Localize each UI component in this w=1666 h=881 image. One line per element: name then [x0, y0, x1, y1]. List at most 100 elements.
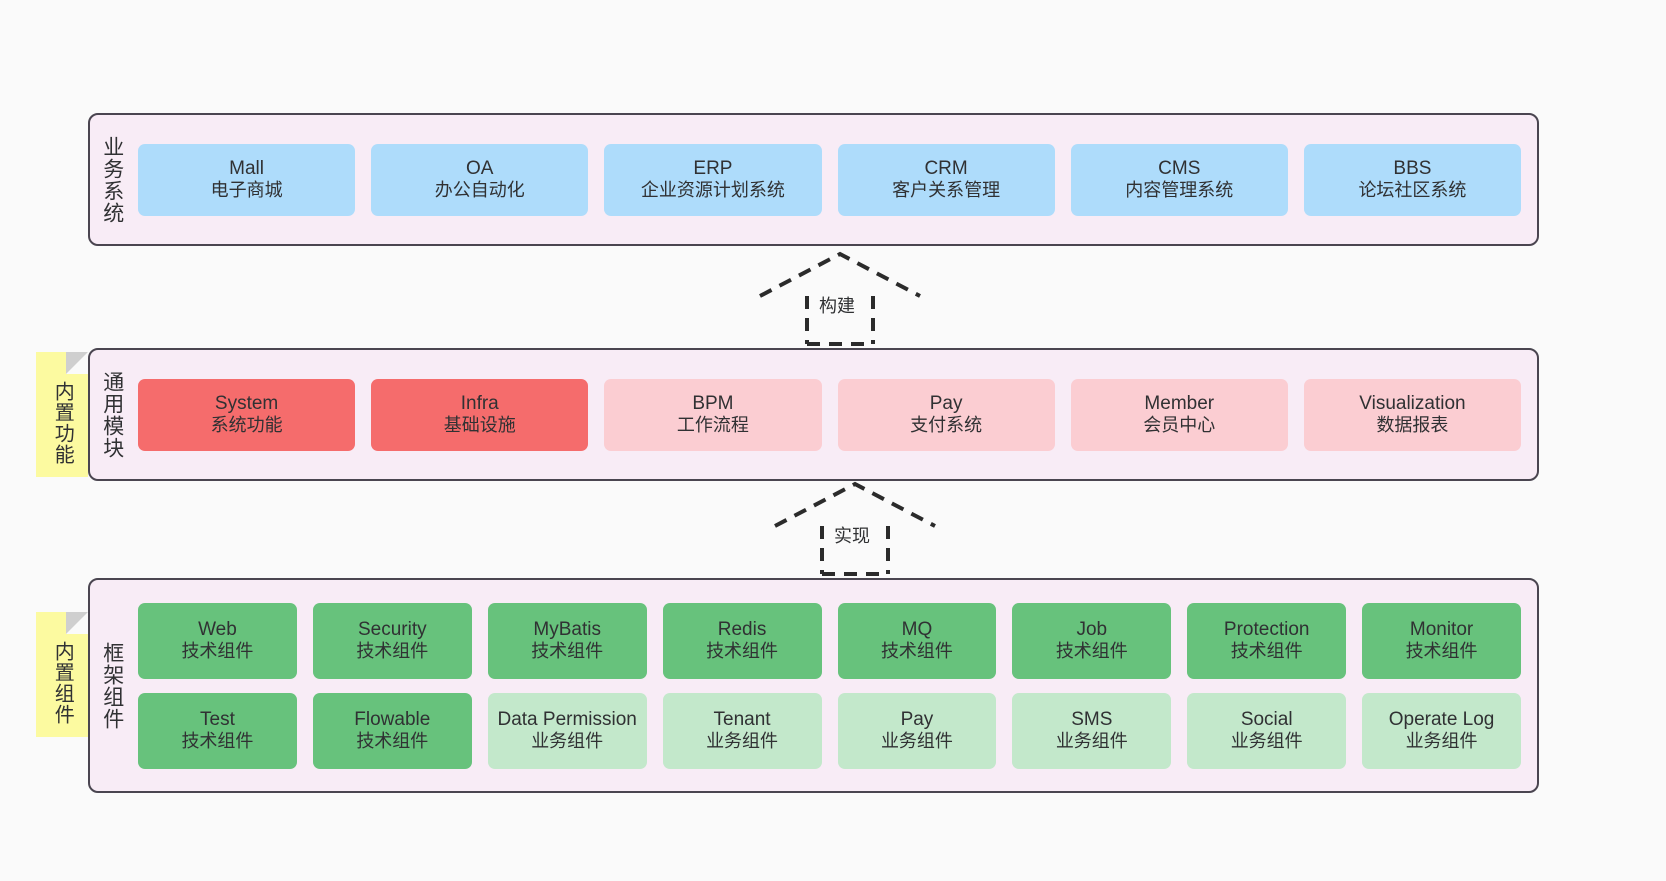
node-pay-module-subtitle: 支付系统: [910, 415, 983, 436]
layer-framework-component-label: 框架组件: [100, 641, 124, 730]
layer-common-module-label: 通用模块: [100, 370, 124, 459]
node-system-title: System: [214, 392, 279, 414]
node-data-permission-title: Data Permission: [497, 708, 637, 730]
node-mybatis[interactable]: MyBatis 技术组件: [487, 602, 647, 679]
node-redis-subtitle: 技术组件: [706, 641, 779, 662]
node-operate-log-subtitle: 业务组件: [1405, 731, 1478, 752]
common-module-row: System 系统功能 Infra 基础设施 BPM 工作流程 Pay 支付系统…: [138, 378, 1522, 451]
node-cms-title: CMS: [1158, 157, 1201, 179]
node-mybatis-title: MyBatis: [533, 618, 601, 640]
node-infra-title: Infra: [460, 392, 499, 414]
node-redis-title: Redis: [717, 618, 767, 640]
node-bpm[interactable]: BPM 工作流程: [604, 378, 822, 451]
node-flowable-title: Flowable: [354, 708, 431, 730]
node-member-title: Member: [1144, 392, 1215, 414]
node-erp-title: ERP: [693, 157, 733, 179]
connector-build-label: 构建: [817, 292, 857, 318]
node-oa-subtitle: 办公自动化: [434, 180, 525, 201]
node-flowable-subtitle: 技术组件: [356, 731, 429, 752]
node-cms-subtitle: 内容管理系统: [1125, 180, 1234, 201]
node-pay-component[interactable]: Pay 业务组件: [837, 692, 997, 769]
node-crm-subtitle: 客户关系管理: [892, 180, 1001, 201]
node-mall[interactable]: Mall 电子商城: [138, 143, 356, 216]
node-test-subtitle: 技术组件: [181, 731, 254, 752]
node-web[interactable]: Web 技术组件: [138, 602, 297, 679]
node-cms[interactable]: CMS 内容管理系统: [1070, 143, 1288, 216]
node-operate-log-title: Operate Log: [1388, 708, 1495, 730]
node-redis[interactable]: Redis 技术组件: [662, 602, 822, 679]
node-social-subtitle: 业务组件: [1230, 731, 1303, 752]
node-data-permission-subtitle: 业务组件: [531, 731, 604, 752]
node-bbs[interactable]: BBS 论坛社区系统: [1303, 143, 1522, 216]
node-job-title: Job: [1076, 618, 1108, 640]
node-protection-title: Protection: [1223, 618, 1310, 640]
layer-framework-component: 框架组件 Web 技术组件 Security 技术组件 MyBatis 技术组件…: [88, 578, 1539, 793]
node-security-subtitle: 技术组件: [356, 641, 429, 662]
framework-business-row: Test 技术组件 Flowable 技术组件 Data Permission …: [138, 692, 1521, 769]
node-member[interactable]: Member 会员中心: [1070, 378, 1288, 451]
node-visualization-title: Visualization: [1359, 392, 1466, 414]
node-infra-subtitle: 基础设施: [443, 415, 516, 436]
node-infra[interactable]: Infra 基础设施: [371, 378, 589, 451]
node-pay-module-title: Pay: [929, 392, 963, 414]
node-oa[interactable]: OA 办公自动化: [371, 143, 589, 216]
layer-business-system-label: 业务系统: [100, 135, 124, 224]
node-bbs-subtitle: 论坛社区系统: [1358, 180, 1467, 201]
framework-tech-row: Web 技术组件 Security 技术组件 MyBatis 技术组件 Redi…: [138, 602, 1521, 679]
node-monitor[interactable]: Monitor 技术组件: [1362, 602, 1521, 679]
connector-implement: 实现: [770, 480, 940, 580]
connector-build: 构建: [755, 250, 925, 350]
node-visualization[interactable]: Visualization 数据报表: [1303, 378, 1522, 451]
node-mall-title: Mall: [229, 157, 264, 179]
node-member-subtitle: 会员中心: [1143, 415, 1216, 436]
node-test-title: Test: [200, 708, 235, 730]
node-operate-log[interactable]: Operate Log 业务组件: [1362, 692, 1521, 769]
node-mq-title: MQ: [901, 618, 933, 640]
node-system[interactable]: System 系统功能: [138, 378, 356, 451]
node-pay-component-title: Pay: [900, 708, 934, 730]
node-bpm-title: BPM: [692, 392, 734, 414]
node-crm[interactable]: CRM 客户关系管理: [837, 143, 1055, 216]
node-mybatis-subtitle: 技术组件: [531, 641, 604, 662]
node-mall-subtitle: 电子商城: [210, 180, 283, 201]
layer-common-module: 通用模块 System 系统功能 Infra 基础设施 BPM 工作流程 Pay…: [88, 348, 1539, 481]
node-erp[interactable]: ERP 企业资源计划系统: [604, 143, 822, 216]
node-pay-component-subtitle: 业务组件: [880, 731, 953, 752]
node-sms-subtitle: 业务组件: [1055, 731, 1128, 752]
node-job[interactable]: Job 技术组件: [1012, 602, 1172, 679]
note-builtin-function: 内置功能: [36, 352, 88, 477]
node-sms[interactable]: SMS 业务组件: [1012, 692, 1172, 769]
node-web-title: Web: [198, 618, 237, 640]
connector-implement-label: 实现: [832, 522, 872, 548]
note-builtin-function-text: 内置功能: [51, 380, 74, 465]
node-flowable[interactable]: Flowable 技术组件: [312, 692, 472, 769]
node-social-title: Social: [1240, 708, 1293, 730]
note-builtin-component: 内置组件: [36, 612, 88, 737]
build-arrow-head: [759, 251, 921, 298]
node-monitor-title: Monitor: [1409, 618, 1474, 640]
node-protection-subtitle: 技术组件: [1230, 641, 1303, 662]
node-system-subtitle: 系统功能: [210, 415, 283, 436]
node-pay-module[interactable]: Pay 支付系统: [837, 378, 1055, 451]
node-security-title: Security: [357, 618, 427, 640]
layer-common-module-body: System 系统功能 Infra 基础设施 BPM 工作流程 Pay 支付系统…: [134, 350, 1537, 479]
node-security[interactable]: Security 技术组件: [312, 602, 472, 679]
node-tenant-title: Tenant: [713, 708, 771, 730]
layer-business-system-body: Mall 电子商城 OA 办公自动化 ERP 企业资源计划系统 CRM 客户关系…: [134, 115, 1537, 244]
node-tenant-subtitle: 业务组件: [706, 731, 779, 752]
node-protection[interactable]: Protection 技术组件: [1187, 602, 1347, 679]
node-job-subtitle: 技术组件: [1055, 641, 1128, 662]
implement-arrow-head: [774, 481, 936, 528]
node-tenant[interactable]: Tenant 业务组件: [662, 692, 822, 769]
node-test[interactable]: Test 技术组件: [138, 692, 297, 769]
node-social[interactable]: Social 业务组件: [1187, 692, 1347, 769]
node-mq-subtitle: 技术组件: [880, 641, 953, 662]
node-bpm-subtitle: 工作流程: [676, 415, 749, 436]
node-monitor-subtitle: 技术组件: [1405, 641, 1478, 662]
node-data-permission[interactable]: Data Permission 业务组件: [487, 692, 647, 769]
node-mq[interactable]: MQ 技术组件: [837, 602, 997, 679]
node-erp-subtitle: 企业资源计划系统: [640, 180, 785, 201]
layer-framework-component-body: Web 技术组件 Security 技术组件 MyBatis 技术组件 Redi…: [134, 580, 1537, 791]
node-oa-title: OA: [466, 157, 494, 179]
